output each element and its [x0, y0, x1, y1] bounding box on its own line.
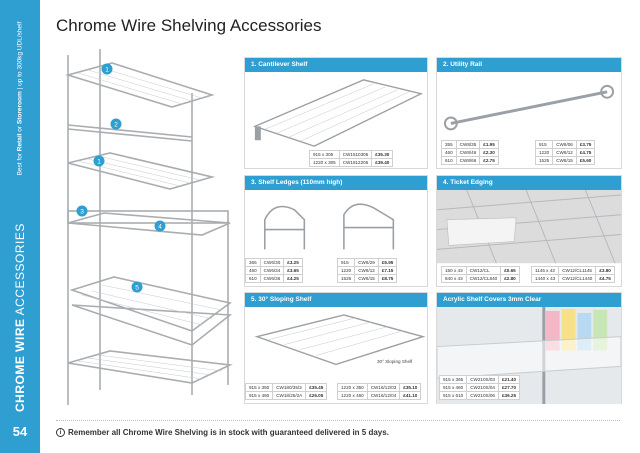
- hero-shelving-image: 1 2 1 3 4 5: [65, 49, 233, 405]
- sidebar-tagline: Best for Retail or Storeroom | up to 300…: [16, 21, 24, 176]
- callout-4: 4: [158, 224, 162, 231]
- panel-heading: 1. Cantilever Shelf: [245, 58, 427, 72]
- callout-1: 1: [105, 67, 109, 74]
- panel-sloping-shelf: 5. 30° Sloping Shelf 30° Sloping Shelf 9…: [244, 292, 428, 404]
- sloping-shelf-caption: 30° Sloping Shelf: [377, 359, 413, 364]
- callout-5: 5: [135, 285, 139, 292]
- ticket-edging-image: [437, 190, 621, 264]
- info-icon: i: [56, 428, 65, 438]
- hero-callouts: 1 2 1 3 4 5: [76, 63, 166, 293]
- cantilever-shelf-image: [252, 79, 424, 147]
- panel-heading: 3. Shelf Ledges (110mm high): [245, 176, 427, 190]
- panel-heading: 4. Ticket Edging: [437, 176, 621, 190]
- utility-rail-image: [443, 84, 615, 131]
- panel-acrylic-covers: Acrylic Shelf Covers 3mm Clear 915 x 365…: [436, 292, 622, 404]
- sloping-shelf-image: [254, 314, 426, 366]
- page-number: 54: [12, 424, 28, 439]
- callout-2: 2: [114, 122, 118, 129]
- footer-divider: [56, 420, 620, 421]
- callout-3: 3: [80, 209, 84, 216]
- sidebar-section-title: CHROME WIRE ACCESSORIES: [13, 223, 27, 412]
- panel-heading: 5. 30° Sloping Shelf: [245, 293, 427, 307]
- panel-heading: 2. Utility Rail: [437, 58, 621, 72]
- page-title: Chrome Wire Shelving Accessories: [56, 16, 322, 35]
- shelf-ledges-image: [263, 203, 395, 250]
- callout-1b: 1: [97, 159, 101, 166]
- panel-heading: Acrylic Shelf Covers 3mm Clear: [437, 293, 621, 307]
- footer-text: Remember all Chrome Wire Shelving is in …: [68, 428, 389, 437]
- sidebar: Best for Retail or Storeroom | up to 300…: [0, 0, 40, 453]
